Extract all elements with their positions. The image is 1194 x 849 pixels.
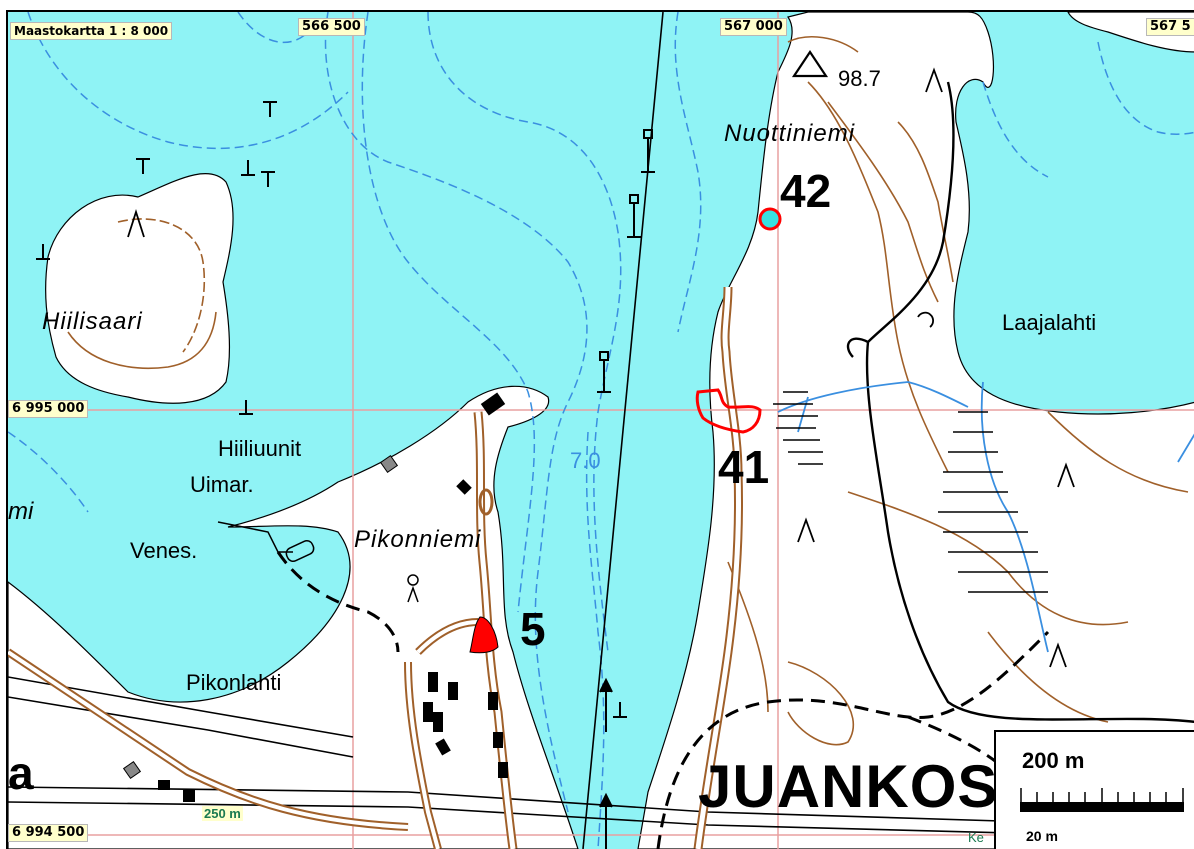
place-ke: Ke [968, 830, 984, 845]
power-lines [8, 12, 1194, 849]
northing-label-1: 6 995 000 [8, 400, 89, 418]
site-label-42[interactable]: 42 [780, 165, 832, 217]
place-hiilisaari: Hiilisaari [42, 308, 143, 335]
site-label-41[interactable]: 41 [718, 441, 770, 493]
site-label-5[interactable]: 5 [520, 603, 546, 655]
easting-label-1: 566 500 [298, 18, 365, 36]
topographic-map[interactable]: Maastokartta 1 : 8 000 566 500 567 000 5… [6, 10, 1194, 849]
depth-contours [8, 12, 1194, 849]
place-a: a [8, 747, 34, 799]
map-canvas [8, 12, 1194, 849]
small-scale-label: 250 m [202, 806, 243, 821]
tower-icon [36, 101, 655, 849]
easting-label-3: 567 5 [1146, 18, 1194, 36]
triangle-survey-icon [791, 50, 829, 78]
place-laajalahti: Laajalahti [1002, 310, 1097, 335]
hiilisaari-island [45, 173, 234, 404]
place-nuottiniemi: Nuottiniemi [724, 120, 856, 147]
northing-label-2: 6 994 500 [8, 824, 89, 842]
place-venes: Venes. [130, 538, 198, 563]
site-41-area[interactable] [695, 388, 762, 434]
land-layer [8, 12, 1194, 849]
depth-label: 7.0 [570, 448, 601, 473]
tracks [846, 81, 1194, 724]
scale-sub-label: 20 m [1026, 828, 1058, 844]
site-circle-icon[interactable] [758, 207, 782, 231]
hill-icon [127, 67, 1075, 668]
elevation-label: 98.7 [838, 66, 881, 91]
place-pikonniemi: Pikonniemi [354, 526, 482, 553]
marsh-icon [773, 391, 1048, 593]
building-icon [122, 392, 508, 802]
place-hiiliuunit: Hiiliuunit [218, 436, 302, 461]
place-uimar: Uimar. [190, 472, 254, 497]
scale-main-label: 200 m [1022, 748, 1085, 773]
map-title: Maastokartta 1 : 8 000 [10, 22, 173, 40]
scale-bar [1020, 788, 1184, 812]
scale-legend: 200 m 20 m [994, 730, 1194, 849]
elevation-contours [67, 36, 1189, 746]
easting-label-2: 567 000 [720, 18, 787, 36]
place-mi: mi [8, 498, 34, 525]
dashed-tracks [276, 551, 1050, 849]
place-pikonlahti: Pikonlahti [186, 670, 282, 695]
marina-icon [217, 488, 494, 603]
site-5-area[interactable] [469, 616, 499, 654]
place-juankoski: JUANKOS [698, 753, 999, 820]
